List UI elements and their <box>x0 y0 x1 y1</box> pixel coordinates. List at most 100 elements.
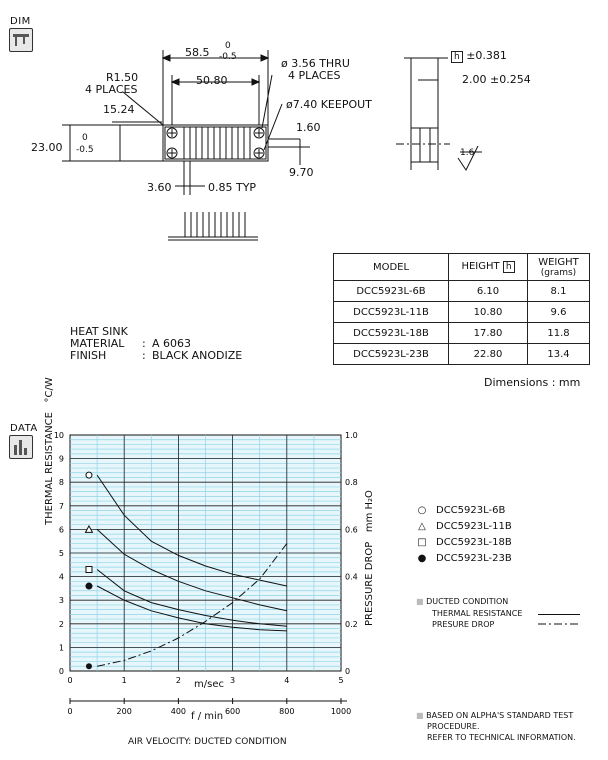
x2-tick-label: 200 <box>117 707 132 716</box>
bullet-icon: ■ <box>416 597 424 606</box>
series-marker <box>85 566 93 574</box>
x2-tick-label: 1000 <box>331 707 351 716</box>
test-note-line3: REFER TO TECHNICAL INFORMATION. <box>427 733 576 742</box>
overall-width-tol-upper: 0 <box>225 41 231 51</box>
overall-width-tol-lower: -0.5 <box>219 52 237 62</box>
solid-line-swatch <box>538 614 580 615</box>
ducted-condition-label: ■ DUCTED CONDITION <box>416 597 508 606</box>
table-row: DCC5923L-6B 6.10 8.1 <box>333 280 590 302</box>
thermal-legend-text: THERMAL RESISTANCE <box>432 609 523 618</box>
cell-height: 22.80 <box>448 343 528 365</box>
cell-weight: 9.6 <box>527 301 590 323</box>
header-height-text: HEIGHT <box>461 261 500 272</box>
y2-tick-label: 0.2 <box>345 620 358 629</box>
height-tol-upper: 0 <box>82 133 88 143</box>
x-axis-label: m/sec <box>194 679 224 690</box>
pressure-legend: PRESURE DROP <box>432 620 494 629</box>
table-row: DCC5923L-18B 17.80 11.8 <box>333 322 590 344</box>
legend-item: □ DCC5923L-18B <box>416 537 512 548</box>
series-line <box>96 569 287 627</box>
overall-width-value: 58.5 <box>185 46 210 59</box>
y-tick-label: 3 <box>59 596 64 605</box>
x-tick-label: 2 <box>176 676 181 685</box>
h-box: h <box>451 51 463 63</box>
test-note-line2: PROCEDURE. <box>427 722 480 731</box>
series-line <box>96 474 287 587</box>
y2-tick-label: 1.0 <box>345 431 358 440</box>
cell-weight: 11.8 <box>527 322 590 344</box>
spec-table: MODEL HEIGHT h WEIGHT(grams) DCC5923L-6B… <box>333 253 590 365</box>
fin-typ-value: 0.85 TYP <box>208 181 257 194</box>
edge-offset-value: 15.24 <box>103 103 135 116</box>
x-tick-label: 3 <box>230 676 235 685</box>
air-velocity-label: AIR VELOCITY: DUCTED CONDITION <box>128 737 287 747</box>
pressure-legend-text: PRESURE DROP <box>432 620 495 629</box>
legend-item: ○DCC5923L-6B <box>416 505 506 516</box>
legend-item: ●DCC5923L-23B <box>416 553 512 564</box>
pressure-drop-line <box>96 543 288 667</box>
circle-filled-icon: ● <box>417 553 427 564</box>
series-marker <box>85 471 93 479</box>
fin-thickness-value: 1.60 <box>296 121 321 134</box>
y-tick-label: 6 <box>59 525 64 534</box>
x2-tick-label: 400 <box>171 707 186 716</box>
series-marker <box>84 524 94 533</box>
x-tick-label: 1 <box>122 676 127 685</box>
square-open-icon: □ <box>417 537 427 548</box>
series-line <box>96 585 287 632</box>
header-weight-unit: (grams) <box>540 267 577 278</box>
material-value: A 6063 <box>152 337 192 350</box>
y-tick-label: 5 <box>59 549 64 558</box>
triangle-open-icon: △ <box>418 521 426 532</box>
surface-finish-value: 1.6 <box>460 148 475 158</box>
pressure-drop-marker <box>85 663 92 670</box>
finish-colon: : <box>142 349 146 362</box>
legend-label: DCC5923L-18B <box>436 537 512 548</box>
table-header-row: MODEL HEIGHT h WEIGHT(grams) <box>333 253 590 281</box>
series-marker <box>85 582 93 590</box>
cell-model: DCC5923L-23B <box>333 343 449 365</box>
cell-model: DCC5923L-11B <box>333 301 449 323</box>
y-axis-label: THERMAL RESISTANCE <box>44 412 55 525</box>
pitch-value: 3.60 <box>147 181 172 194</box>
legend-label: DCC5923L-6B <box>436 505 506 516</box>
height-tol-lower: -0.5 <box>76 145 94 155</box>
header-height: HEIGHT h <box>448 253 528 281</box>
h-tolerance: h ±0.381 <box>451 50 507 63</box>
cell-weight: 8.1 <box>527 280 590 302</box>
finish-value: BLACK ANODIZE <box>152 349 243 362</box>
y-tick-label: 0 <box>59 667 64 676</box>
y2-axis-label: PRESSURE DROP <box>364 541 375 626</box>
thermal-legend: THERMAL RESISTANCE <box>432 609 522 618</box>
dash-dot-line-swatch <box>538 623 580 625</box>
y-axis-title: THERMAL RESISTANCE °C/W <box>44 377 56 525</box>
base-dim-value: 2.00 ±0.254 <box>462 73 531 86</box>
y-tick-label: 2 <box>59 620 64 629</box>
y-tick-label: 9 <box>59 455 64 464</box>
radius-places-label: 4 PLACES <box>85 83 138 96</box>
dim-label: DIM <box>10 16 31 27</box>
x2-tick-label: 0 <box>67 707 72 716</box>
cell-height: 17.80 <box>448 322 528 344</box>
cell-model: DCC5923L-18B <box>333 322 449 344</box>
h-tol-value: ±0.381 <box>466 49 507 62</box>
data-label: DATA <box>10 423 38 434</box>
caliper-icon <box>9 28 33 52</box>
finish-key: FINISH <box>70 349 107 362</box>
note-text-1: BASED ON ALPHA'S STANDARD TEST <box>426 711 574 720</box>
y2-tick-label: 0.6 <box>345 525 358 534</box>
legend-label: DCC5923L-11B <box>436 521 512 532</box>
y-tick-label: 1 <box>59 643 64 652</box>
x-tick-label: 0 <box>67 676 72 685</box>
cell-height: 10.80 <box>448 301 528 323</box>
test-note-line1: ■ BASED ON ALPHA'S STANDARD TEST <box>416 711 573 720</box>
x2-tick-label: 800 <box>279 707 294 716</box>
y-tick-label: 7 <box>59 502 64 511</box>
top-view-drawing <box>62 50 482 241</box>
side-dim-value: 9.70 <box>289 166 314 179</box>
y-axis-unit: °C/W <box>44 377 55 403</box>
legend-item: △ DCC5923L-11B <box>416 521 512 532</box>
header-height-box: h <box>502 261 515 273</box>
radius-label: R1.50 <box>106 71 139 84</box>
cell-model: DCC5923L-6B <box>333 280 449 302</box>
